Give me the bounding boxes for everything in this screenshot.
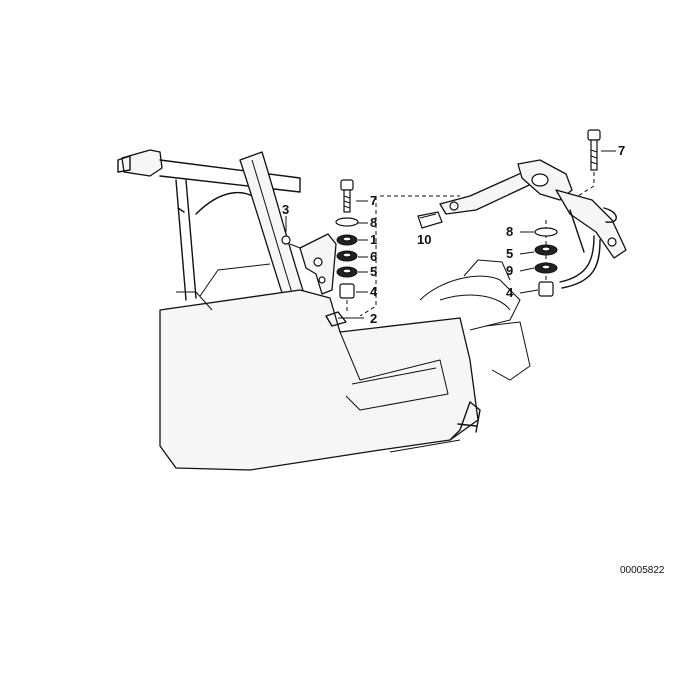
left-fastener-stack	[335, 179, 359, 299]
right-fastener-stack	[534, 129, 601, 297]
callout-left-5: 5	[370, 264, 377, 279]
callout-left-2: 2	[370, 311, 377, 326]
callout-left-6: 6	[370, 249, 377, 264]
callout-left-3: 3	[282, 202, 289, 217]
callout-right-7: 7	[618, 143, 625, 158]
center-clip	[417, 211, 443, 229]
callout-right-8: 8	[506, 224, 513, 239]
callout-left-1: 1	[370, 232, 377, 247]
callout-left-8: 8	[370, 215, 377, 230]
callout-right-9: 9	[506, 263, 513, 278]
callout-center-10: 10	[417, 232, 431, 247]
engine-block	[159, 259, 531, 471]
callout-ticks	[356, 150, 616, 294]
callout-right-4: 4	[506, 285, 514, 300]
callout-left-4: 4	[370, 284, 378, 299]
callout-left-7: 7	[370, 193, 377, 208]
left-mount-bracket	[281, 233, 347, 327]
right-stabilizer-arm	[439, 159, 627, 289]
document-number: 00005822	[620, 565, 665, 576]
callout-right-5: 5	[506, 246, 513, 261]
